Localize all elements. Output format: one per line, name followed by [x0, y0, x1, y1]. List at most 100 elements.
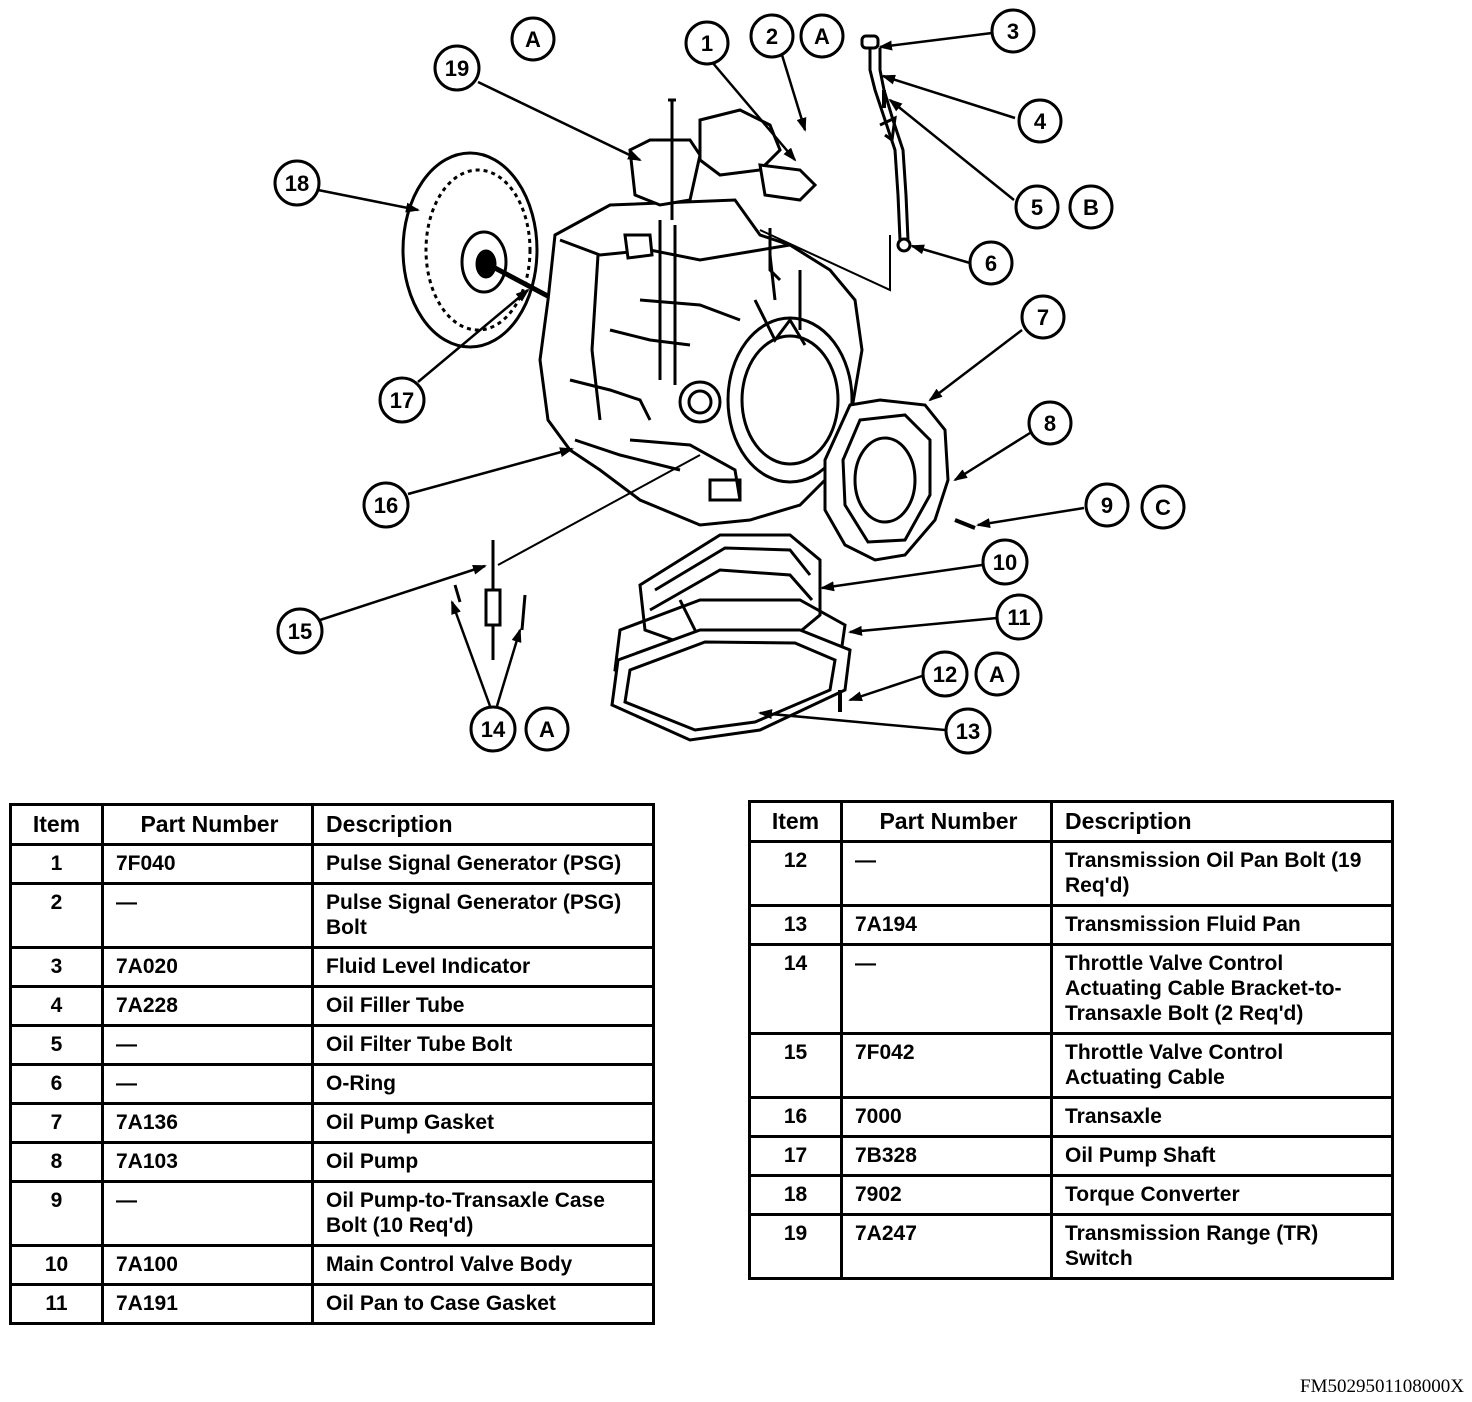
cell-part-number: 7B328: [840, 1135, 1053, 1177]
cell-item: 9: [9, 1180, 104, 1247]
callout-item-10: 10: [981, 538, 1029, 586]
callout-note-a-2: A: [799, 13, 845, 59]
cell-item: 16: [748, 1096, 843, 1138]
svg-text:7: 7: [1037, 305, 1049, 330]
transaxle-exploded-diagram: 1 2 A A 3 4 5 B 6 7 8 9: [273, 8, 1186, 755]
cell-part-number: 7A103: [101, 1141, 314, 1183]
svg-text:2: 2: [766, 24, 778, 49]
cell-description: Torque Converter: [1050, 1174, 1394, 1216]
cell-item: 18: [748, 1174, 843, 1216]
column-header-description: Description: [1050, 800, 1394, 843]
cell-part-number: —: [101, 1024, 314, 1066]
callout-note-c: C: [1140, 484, 1186, 530]
cell-part-number: —: [840, 943, 1053, 1035]
cell-item: 5: [9, 1024, 104, 1066]
callout-item-1: 1: [684, 20, 730, 66]
cell-item: 11: [9, 1283, 104, 1325]
cell-part-number: —: [101, 1063, 314, 1105]
cell-item: 12: [748, 840, 843, 907]
callout-item-14: 14: [469, 705, 517, 753]
callout-item-15: 15: [276, 607, 324, 655]
svg-text:18: 18: [285, 171, 309, 196]
svg-text:19: 19: [445, 56, 469, 81]
svg-text:A: A: [989, 662, 1005, 687]
cell-description: Oil Filler Tube: [311, 985, 655, 1027]
callout-item-2: 2: [749, 13, 795, 59]
cell-part-number: 7A020: [101, 946, 314, 988]
column-header-item: Item: [9, 803, 104, 846]
cell-part-number: —: [840, 840, 1053, 907]
callout-item-6: 6: [968, 240, 1014, 286]
svg-text:8: 8: [1044, 411, 1056, 436]
svg-text:4: 4: [1034, 109, 1047, 134]
svg-text:11: 11: [1007, 605, 1030, 630]
leader-arrows: [317, 31, 1085, 732]
cell-description: Transaxle: [1050, 1096, 1394, 1138]
cell-part-number: 7A191: [101, 1283, 314, 1325]
svg-text:C: C: [1155, 495, 1171, 520]
cell-description: Oil Pan to Case Gasket: [311, 1283, 655, 1325]
callout-item-12: 12: [921, 650, 969, 698]
svg-text:A: A: [539, 717, 555, 742]
cell-item: 15: [748, 1032, 843, 1099]
cell-part-number: 7A247: [840, 1213, 1053, 1280]
cell-description: Main Control Valve Body: [311, 1244, 655, 1286]
cell-part-number: 7A100: [101, 1244, 314, 1286]
cell-description: Oil Filter Tube Bolt: [311, 1024, 655, 1066]
table-row: 9—Oil Pump-to-Transaxle Case Bolt (10 Re…: [9, 1180, 655, 1247]
column-header-part-number: Part Number: [101, 803, 314, 846]
cell-description: Throttle Valve Control Actuating Cable: [1050, 1032, 1394, 1099]
cell-description: Oil Pump Gasket: [311, 1102, 655, 1144]
callout-item-17: 17: [378, 376, 426, 424]
cell-part-number: 7F040: [101, 843, 314, 885]
svg-text:15: 15: [288, 619, 312, 644]
table-row: 14—Throttle Valve Control Actuating Cabl…: [748, 943, 1394, 1035]
cell-description: Transmission Fluid Pan: [1050, 904, 1394, 946]
cell-item: 10: [9, 1244, 104, 1286]
table-row: 12—Transmission Oil Pan Bolt (19 Req'd): [748, 840, 1394, 907]
cell-item: 1: [9, 843, 104, 885]
cell-description: O-Ring: [311, 1063, 655, 1105]
valve-body-and-pan-drawing: [610, 533, 852, 742]
parts-table-right-body: 12—Transmission Oil Pan Bolt (19 Req'd)1…: [748, 840, 1394, 1280]
callout-item-5: 5: [1014, 184, 1060, 230]
cell-item: 4: [9, 985, 104, 1027]
cell-item: 13: [748, 904, 843, 946]
table-header-row: Item Part Number Description: [748, 800, 1394, 843]
transaxle-case-drawing: [538, 198, 864, 527]
cell-item: 7: [9, 1102, 104, 1144]
svg-text:16: 16: [374, 493, 398, 518]
throttle-cable-drawing: [453, 454, 701, 660]
callout-note-b: B: [1068, 184, 1114, 230]
callout-item-18: 18: [273, 159, 321, 207]
tr-switch-and-psg-drawing: [623, 98, 818, 385]
cell-description: Pulse Signal Generator (PSG): [311, 843, 655, 885]
callout-item-16: 16: [362, 481, 410, 529]
callout-item-4: 4: [1017, 98, 1063, 144]
callout-note-a-12: A: [974, 651, 1020, 697]
cell-description: Oil Pump: [311, 1141, 655, 1183]
callout-note-a-14: A: [524, 706, 570, 752]
svg-text:A: A: [814, 24, 830, 49]
callout-item-7: 7: [1020, 294, 1066, 340]
column-header-part-number: Part Number: [840, 800, 1053, 843]
parts-table-right: Item Part Number Description 12—Transmis…: [748, 800, 1394, 1280]
callout-item-11: 11: [995, 593, 1043, 641]
cell-item: 17: [748, 1135, 843, 1177]
column-header-description: Description: [311, 803, 655, 846]
cell-part-number: 7A194: [840, 904, 1053, 946]
cell-description: Throttle Valve Control Actuating Cable B…: [1050, 943, 1394, 1035]
table-header-row: Item Part Number Description: [9, 803, 655, 846]
svg-text:B: B: [1083, 195, 1099, 220]
table-row: 6—O-Ring: [9, 1063, 655, 1105]
